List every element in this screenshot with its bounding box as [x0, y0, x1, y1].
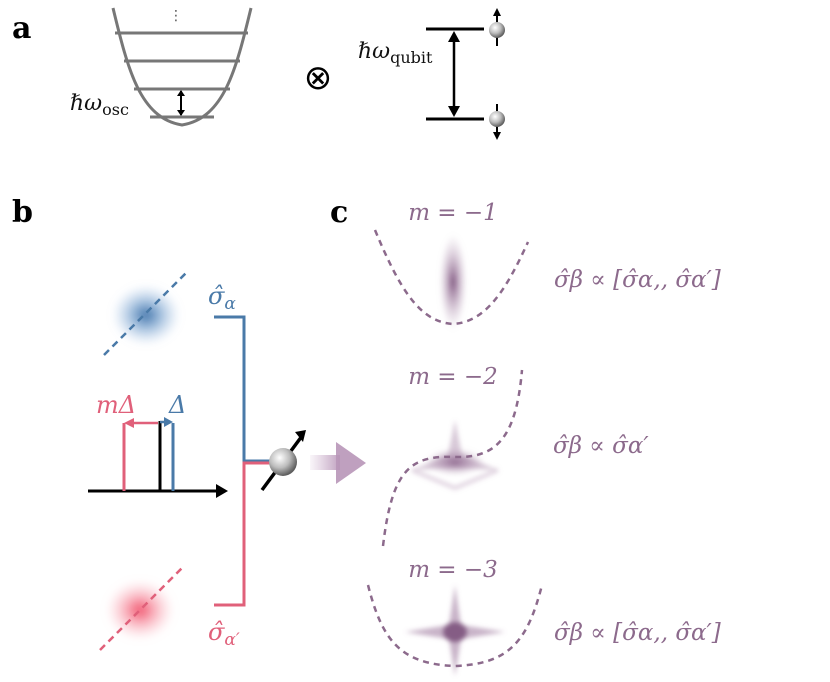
- tensor-product-symbol: ⊗: [304, 58, 333, 98]
- sigma-alpha-prime-label: σ̂α′: [208, 618, 240, 650]
- formula-row2: σ̂β ∝ σ̂α′: [553, 433, 649, 459]
- osc-energy-label: ℏωosc: [70, 91, 129, 119]
- wigner-blob-m1: [439, 234, 467, 330]
- m-label-row2: m = −2: [408, 364, 498, 390]
- formula-row3: σ̂β ∝ [σ̂α,, σ̂α′]: [554, 620, 721, 646]
- ellipsis-dots: ⋮: [169, 8, 183, 24]
- potential-curve-m2: [381, 369, 524, 547]
- formula-row1: σ̂β ∝ [σ̂α,, σ̂α′]: [554, 267, 721, 293]
- m-delta-label: mΔ: [96, 391, 136, 419]
- potential-curve-m1: [373, 229, 530, 326]
- oscillator-potential: [111, 7, 253, 127]
- driven-spin-icon: [260, 430, 306, 492]
- red-drive-line: [214, 461, 270, 607]
- wigner-row-m3: [366, 584, 544, 676]
- sigma-alpha-label: σ̂α: [208, 282, 236, 314]
- spin-up-icon: [489, 8, 505, 46]
- panel-label-c: c: [330, 195, 348, 230]
- qubit-levels: [426, 27, 484, 121]
- wigner-row-m1: [373, 229, 530, 330]
- frequency-spectrum: [88, 417, 228, 498]
- m-label-row1: m = −1: [408, 200, 498, 226]
- spin-down-icon: [489, 104, 505, 140]
- potential-curve-m3: [366, 584, 544, 668]
- blue-squeezed-state: [103, 270, 189, 356]
- panel-label-a: a: [12, 11, 31, 46]
- panel-label-b: b: [12, 195, 33, 230]
- qubit-energy-label: ℏωqubit: [358, 39, 433, 67]
- blue-drive-line: [214, 315, 270, 463]
- delta-label: Δ: [168, 391, 186, 419]
- red-squeezed-state: [99, 565, 185, 651]
- wigner-row-m2: [381, 369, 524, 547]
- m-label-row3: m = −3: [408, 557, 498, 583]
- transfer-arrow: [310, 442, 366, 484]
